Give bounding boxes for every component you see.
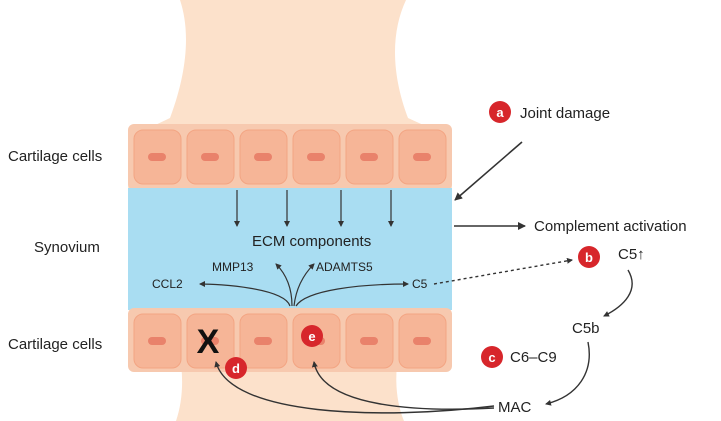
synovium-label: Synovium [34,239,100,256]
cartilage-top-cell-nucleus [254,153,272,161]
marker-d: d [225,357,247,379]
ecm-label: ECM components [252,233,371,250]
mac-label: MAC [498,399,532,416]
complement-activation-label: Complement activation [534,218,687,235]
cartilage-band-bottom [128,308,452,372]
svg-text:a: a [496,105,504,120]
marker-b: b [578,246,600,268]
marker-e: e [301,325,323,347]
c5-up-label: C5↑ [618,246,645,263]
damaged-cell-cross: X [197,323,220,361]
cartilage-top-cell-nucleus [360,153,378,161]
svg-text:b: b [585,250,593,265]
cartilage-top-cell-nucleus [201,153,219,161]
joint-damage-arrow [455,142,522,200]
cartilage-band-top [128,124,452,190]
cartilage-top-cell-nucleus [307,153,325,161]
cartilage-bottom-cell-nucleus [148,337,166,345]
cartilage-top-cell-nucleus [148,153,166,161]
c6-c9-label: C6–C9 [510,349,557,366]
mmp13-label: MMP13 [212,260,254,274]
cartilage-bottom-cell-nucleus [413,337,431,345]
joint-damage-label: Joint damage [520,105,610,122]
adamts5-label: ADAMTS5 [316,260,373,274]
svg-text:c: c [488,350,495,365]
cartilage-bottom-cell-nucleus [254,337,272,345]
cartilage-bottom-cell-nucleus [360,337,378,345]
svg-text:e: e [308,329,315,344]
cartilage-cells-label-bottom: Cartilage cells [8,336,102,353]
marker-a: a [489,101,511,123]
c5-to-c5b-arrow [604,270,632,316]
cartilage-cells-label-top: Cartilage cells [8,148,102,165]
c5-dashed-arrow [434,260,572,284]
c5b-label: C5b [572,320,600,337]
ccl2-label: CCL2 [152,277,183,291]
cartilage-top-cell-nucleus [413,153,431,161]
svg-text:d: d [232,361,240,376]
c5-label: C5 [412,277,428,291]
marker-c: c [481,346,503,368]
